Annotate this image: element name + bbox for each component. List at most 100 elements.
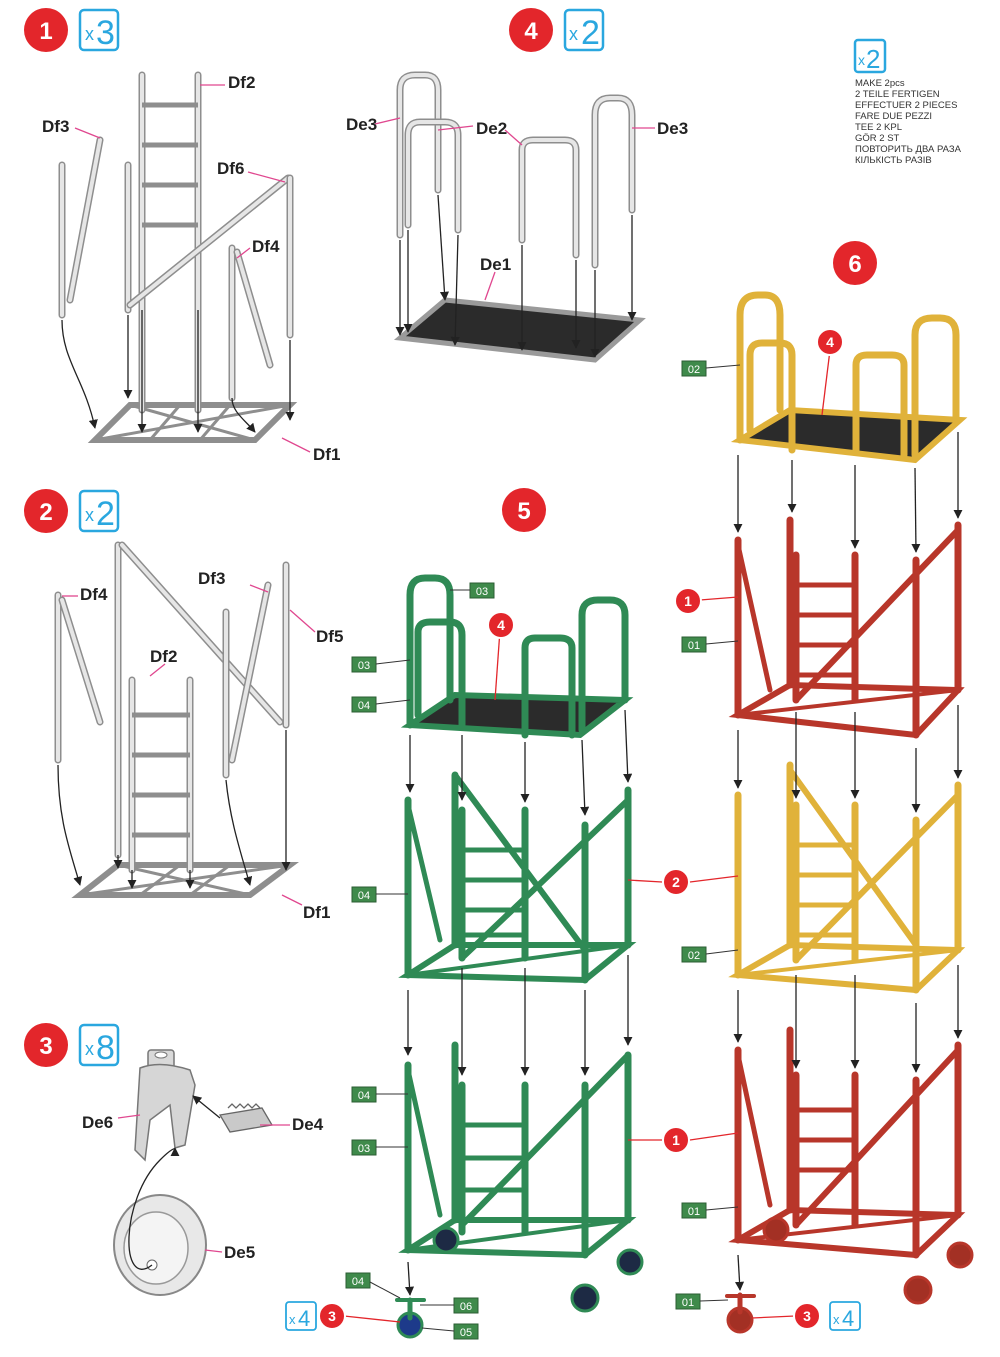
- label-df1: Df1: [313, 445, 340, 464]
- make-two-note: x 2 MAKE 2pcs 2 TEILE FERTIGEN EFFECTUER…: [853, 38, 962, 166]
- step-3-header: 3 x 8: [24, 1023, 120, 1067]
- step-3-drawing: De6 De4 De5: [82, 1049, 324, 1296]
- ref-1-step6: 1: [674, 587, 739, 615]
- step-1-drawing: Df3 Df2 Df6 Df4 Df1: [42, 71, 340, 464]
- step-2-badge: [24, 489, 68, 533]
- step-1-number: 1: [39, 18, 52, 45]
- svg-text:04: 04: [358, 700, 370, 712]
- step-2-header: 2 x 2: [24, 489, 120, 533]
- step-6-number: 6: [848, 251, 861, 278]
- label-df4: Df4: [252, 237, 280, 256]
- step-4-header: 4 x 2: [509, 8, 605, 52]
- svg-text:1: 1: [672, 1132, 680, 1148]
- label-de1: De1: [480, 255, 511, 274]
- label-df2-step2: Df2: [150, 647, 177, 666]
- badge-04-left-low: 04: [351, 1086, 408, 1103]
- step-4-multiplier-x: x: [569, 24, 578, 44]
- note-line-1: MAKE 2pcs: [855, 78, 905, 89]
- step-6-arrows: [733, 432, 963, 1291]
- color-code-badges: 03 03 04 04 04 03 04: [345, 360, 741, 1340]
- badge-03-left-low: 03: [351, 1139, 408, 1156]
- step-3-badge: [24, 1023, 68, 1067]
- step-2-multiplier-x: x: [85, 505, 94, 525]
- step-5-arrows: [403, 709, 633, 1296]
- wheel-multiplier-right: x 4: [829, 1301, 861, 1331]
- note-line-7: ПОВТОРИТЬ ДВА РАЗА: [855, 144, 962, 155]
- label-de6: De6: [82, 1113, 113, 1132]
- step-1-multiplier-x: x: [85, 24, 94, 44]
- step-5-badge: [502, 488, 546, 532]
- ref-4-step6: 4: [816, 328, 844, 416]
- svg-text:04: 04: [358, 1090, 370, 1102]
- step-6-header: 6: [833, 241, 877, 285]
- ref-3-step6-wheel: 3: [751, 1302, 821, 1330]
- label-de3-left: De3: [346, 115, 377, 134]
- step-3-multiplier-x: x: [85, 1039, 94, 1059]
- label-de5: De5: [224, 1243, 255, 1262]
- badge-04-left-top: 04: [351, 696, 411, 713]
- svg-text:4: 4: [497, 617, 505, 633]
- label-de3-right: De3: [657, 119, 688, 138]
- step-4-multiplier-count: 2: [581, 14, 600, 52]
- svg-text:02: 02: [688, 950, 700, 962]
- ref-3-step5-wheel: 3: [318, 1302, 401, 1330]
- step-4-badge: [509, 8, 553, 52]
- svg-text:x: x: [833, 1312, 840, 1327]
- svg-text:01: 01: [682, 1297, 694, 1309]
- step-6-badge: [833, 241, 877, 285]
- badge-03-top-right: 03: [450, 582, 495, 599]
- svg-text:1: 1: [684, 593, 692, 609]
- step-5-header: 5: [502, 488, 546, 532]
- ref-1-step5: 1: [628, 1126, 739, 1154]
- note-line-4: FARE DUE PEZZI: [855, 111, 932, 122]
- step-4-multiplier-box: [563, 8, 605, 52]
- step-2-multiplier-count: 2: [96, 495, 115, 533]
- svg-text:4: 4: [298, 1306, 310, 1331]
- step-3-multiplier-box: [78, 1023, 120, 1067]
- svg-text:06: 06: [460, 1301, 472, 1313]
- badge-05-wheel: 05: [421, 1323, 479, 1340]
- label-de2: De2: [476, 119, 507, 138]
- step-4-drawing: De3 De2 De3 De1: [346, 71, 688, 363]
- note-multiplier-count: 2: [866, 44, 880, 74]
- label-df1-step2: Df1: [303, 903, 330, 922]
- badge-04-left-mid: 04: [351, 886, 408, 903]
- svg-text:4: 4: [826, 334, 834, 350]
- badge-02-top: 02: [681, 360, 741, 377]
- step-2-number: 2: [39, 499, 52, 526]
- note-line-5: TEE 2 KPL: [855, 122, 902, 133]
- step-1-multiplier-count: 3: [96, 14, 115, 52]
- step-1-multiplier-box: [78, 8, 120, 52]
- svg-text:4: 4: [842, 1306, 854, 1331]
- ref-4-step5: 4: [487, 611, 515, 701]
- badge-02-mid: 02: [681, 946, 739, 963]
- step-3-number: 3: [39, 1033, 52, 1060]
- note-line-8: КІЛЬКІСТЬ РАЗІВ: [855, 155, 932, 166]
- svg-text:03: 03: [476, 586, 488, 598]
- note-line-2: 2 TEILE FERTIGEN: [855, 89, 940, 100]
- svg-text:x: x: [289, 1312, 296, 1327]
- svg-text:3: 3: [803, 1308, 811, 1324]
- badge-04-wheel: 04: [345, 1272, 401, 1299]
- note-multiplier-box: [853, 38, 887, 74]
- label-df5: Df5: [316, 627, 343, 646]
- reference-callouts: 4 2 1 4 1 3: [318, 328, 844, 1330]
- badge-01-lower: 01: [681, 1202, 739, 1219]
- ref-2-step5: 2: [627, 868, 739, 896]
- step-2-multiplier-box: [78, 489, 120, 533]
- note-line-6: GÖR 2 ST: [855, 133, 900, 144]
- step-4-number: 4: [524, 18, 538, 45]
- wheel-multiplier-left: x 4: [285, 1301, 317, 1331]
- svg-text:04: 04: [352, 1276, 364, 1288]
- note-line-3: EFFECTUER 2 PIECES: [855, 100, 957, 111]
- label-df4-step2: Df4: [80, 585, 108, 604]
- badge-06-wheel: 06: [420, 1297, 479, 1314]
- svg-text:05: 05: [460, 1327, 472, 1339]
- step-6-drawing: [725, 291, 974, 1334]
- svg-text:02: 02: [688, 364, 700, 376]
- label-df2: Df2: [228, 73, 255, 92]
- step-1-badge: [24, 8, 68, 52]
- step-5-drawing: [395, 574, 644, 1339]
- svg-text:01: 01: [688, 640, 700, 652]
- svg-text:2: 2: [672, 874, 680, 890]
